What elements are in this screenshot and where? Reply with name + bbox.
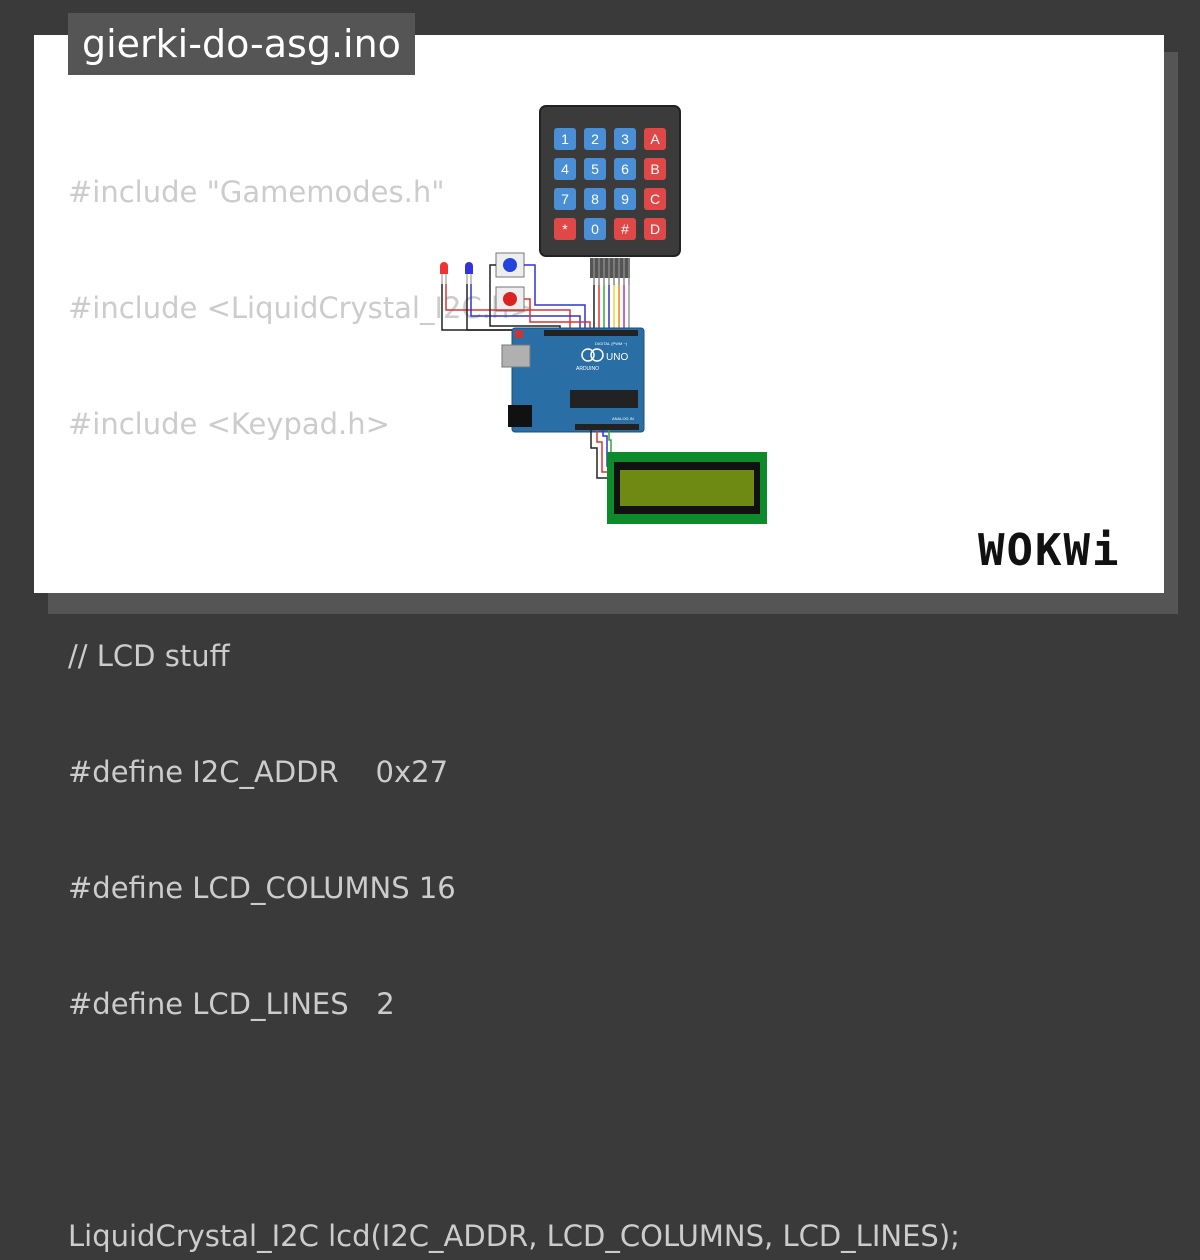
- code-line: #include "Gamemodes.h": [68, 175, 445, 209]
- wokwi-logo: WOKWi: [978, 525, 1121, 576]
- usb-port: [501, 344, 531, 368]
- uno-label: UNO: [606, 352, 628, 363]
- code-line: #define I2C_ADDR 0x27: [68, 755, 449, 789]
- red-pushbutton: [495, 286, 525, 312]
- reset-button: [515, 330, 523, 338]
- keypad-key-label: B: [650, 161, 659, 177]
- keypad-key: [614, 188, 636, 210]
- keypad-key-label: *: [562, 221, 568, 237]
- keypad-key: [614, 128, 636, 150]
- keypad-key-label: 7: [561, 191, 569, 207]
- keypad-key-label: A: [650, 131, 660, 147]
- keypad-key-label: #: [621, 221, 629, 237]
- analog-label: ANALOG IN: [612, 416, 634, 421]
- power-jack: [508, 405, 532, 427]
- keypad-key-label: 8: [591, 191, 599, 207]
- arduino-label: ARDUINO: [576, 366, 599, 372]
- keypad-4x4: 1 2 3 A 4 5 6 B 7 8 9 C * 0 # D: [539, 105, 681, 285]
- circuit-diagram: 1 2 3 A 4 5 6 B 7 8 9 C * 0 # D: [440, 105, 767, 524]
- keypad-wires: [593, 285, 630, 330]
- project-filename: gierki-do-asg.ino: [68, 13, 415, 75]
- keypad-key-label: D: [650, 221, 660, 237]
- keypad-key: [584, 128, 606, 150]
- keypad-key-label: 0: [591, 221, 599, 237]
- keypad-key: [554, 128, 576, 150]
- code-line: // LCD stuff: [68, 639, 230, 673]
- keypad-connector: [590, 258, 630, 278]
- arduino-uno-board: UNO ARDUINO DIGITAL (PWM ~) ANALOG IN: [501, 327, 645, 433]
- digital-header: [544, 330, 638, 336]
- code-line: #include <Keypad.h>: [68, 407, 390, 441]
- atmega-chip: [570, 390, 638, 408]
- keypad-key: [644, 218, 666, 240]
- red-led: [440, 262, 448, 284]
- keypad-key-label: 9: [621, 191, 629, 207]
- keypad-key: [644, 158, 666, 180]
- digital-label: DIGITAL (PWM ~): [595, 341, 628, 346]
- code-line: #include <LiquidCrystal_I2C.h>: [68, 291, 534, 325]
- keypad-key: [644, 128, 666, 150]
- keypad-key-label: 3: [621, 131, 629, 147]
- keypad-key-label: 5: [591, 161, 599, 177]
- code-line: #define LCD_COLUMNS 16: [68, 871, 456, 905]
- keypad-key-label: 6: [621, 161, 629, 177]
- keypad-key: [584, 158, 606, 180]
- keypad-key: [614, 218, 636, 240]
- analog-header: [575, 424, 639, 430]
- code-line: LiquidCrystal_I2C lcd(I2C_ADDR, LCD_COLU…: [68, 1219, 960, 1253]
- lcd-16x2-display: [607, 452, 767, 524]
- keypad-key: [644, 188, 666, 210]
- code-line: [68, 1096, 960, 1144]
- keypad-key: [614, 158, 636, 180]
- keypad-key: [554, 158, 576, 180]
- keypad-key: [584, 218, 606, 240]
- keypad-key-label: 1: [561, 131, 569, 147]
- blue-led: [465, 262, 473, 284]
- component-wires: [441, 264, 591, 331]
- keypad-key: [584, 188, 606, 210]
- keypad-key: [554, 188, 576, 210]
- keypad-key-label: 4: [561, 161, 569, 177]
- keypad-key-label: C: [650, 191, 660, 207]
- keypad-key-label: 2: [591, 131, 599, 147]
- keypad-key: [554, 218, 576, 240]
- blue-pushbutton: [495, 252, 525, 278]
- code-line: #define LCD_LINES 2: [68, 987, 395, 1021]
